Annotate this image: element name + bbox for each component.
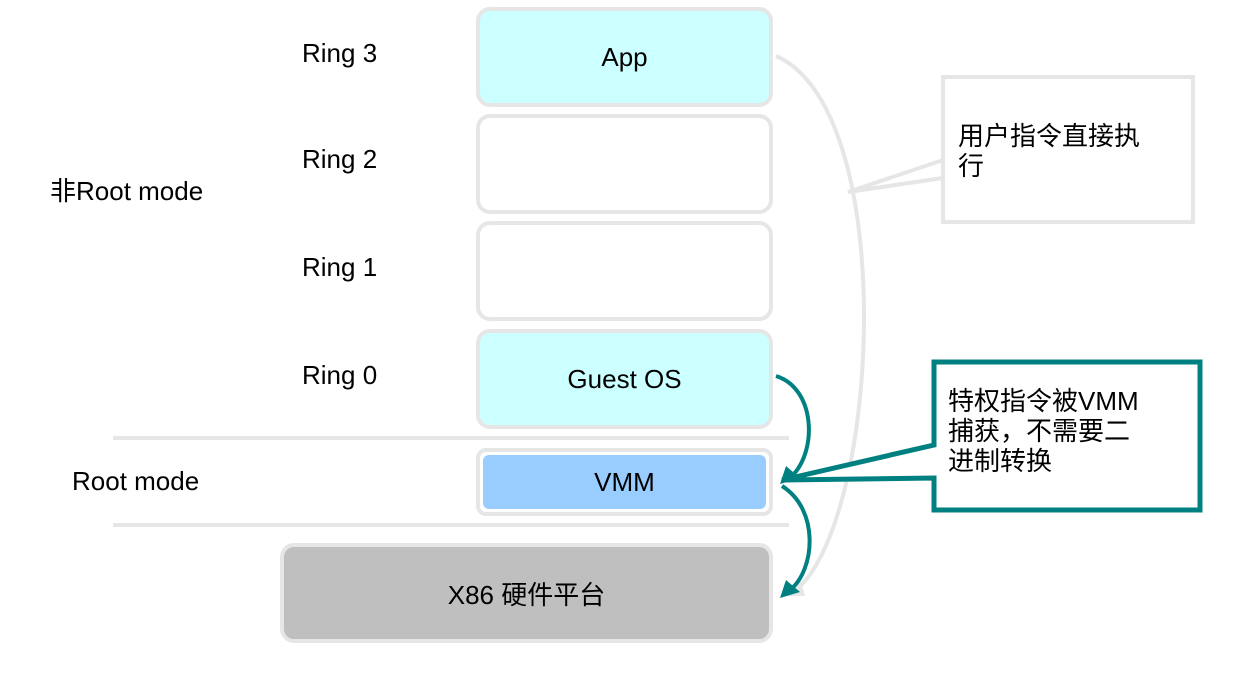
vmm-box: VMM — [483, 455, 766, 509]
ring-1-label: Ring 1 — [302, 252, 378, 282]
ring-2-box — [476, 114, 773, 214]
vmm-box-label: VMM — [594, 466, 655, 497]
ring-1-box — [476, 221, 773, 321]
privileged-line-3: 进制转换 — [948, 446, 1053, 476]
privileged-callout-shape — [781, 359, 1203, 513]
app-box-label: App — [601, 41, 648, 72]
ring-3-label: Ring 3 — [302, 38, 378, 68]
root-boundary-divider-top — [113, 436, 789, 440]
app-box: App — [476, 7, 773, 107]
hardware-platform-box: X86 硬件平台 — [280, 543, 773, 643]
vmm-to-hardware-arrowhead — [780, 580, 800, 598]
root-mode-label: Root mode — [72, 466, 200, 496]
privileged-line-2: 捕获，不需要二 — [948, 416, 1131, 446]
vmm-to-hardware-curve — [780, 484, 812, 592]
user-exec-line-2: 行 — [958, 151, 985, 181]
guest-os-box-label: Guest OS — [567, 363, 682, 394]
guest-os-to-vmm-curve — [775, 374, 811, 478]
non-root-mode-label: 非Root mode — [50, 176, 204, 206]
ring-2-label: Ring 2 — [302, 144, 378, 174]
privileged-callout-text: 特权指令被VMM 捕获，不需要二 进制转换 — [948, 386, 1139, 476]
privileged-line-1: 特权指令被VMM — [948, 386, 1139, 416]
user-exec-line-1: 用户指令直接执 — [958, 121, 1141, 151]
root-boundary-divider-bottom — [113, 523, 789, 527]
ring-0-label: Ring 0 — [302, 360, 378, 390]
user-exec-callout-shape — [847, 75, 1195, 224]
guest-os-box: Guest OS — [476, 329, 773, 429]
user-exec-callout-text: 用户指令直接执 行 — [958, 121, 1140, 181]
hardware-platform-label: X86 硬件平台 — [447, 579, 606, 610]
app-to-hardware-curve — [775, 54, 866, 592]
